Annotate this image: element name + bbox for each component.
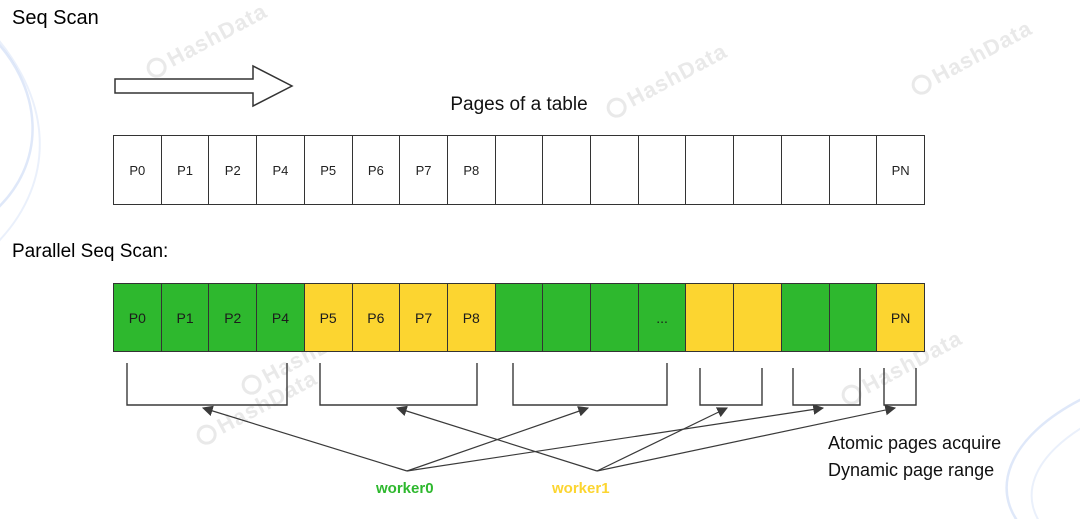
- hashdata-logo-icon: [838, 381, 866, 409]
- worker-assignment-arrow: [406, 404, 825, 472]
- page-range-bracket: [699, 368, 763, 406]
- worker0-label: worker0: [376, 480, 434, 497]
- page-cell: [639, 136, 687, 204]
- page-cell: P1: [162, 136, 210, 204]
- page-cell: P4: [257, 136, 305, 204]
- page-cell: [734, 136, 782, 204]
- parallel-page-cell: P0: [114, 284, 162, 351]
- parallel-page-cell: P6: [352, 284, 401, 351]
- page-cell: P0: [114, 136, 162, 204]
- page-cell: [830, 136, 878, 204]
- page-range-bracket: [319, 363, 478, 406]
- worker1-label: worker1: [552, 480, 610, 497]
- parallel-page-cell: P7: [400, 284, 448, 351]
- parallel-page-cell: P5: [304, 284, 353, 351]
- parallel-page-cell: PN: [877, 284, 924, 351]
- page-cell: [543, 136, 592, 204]
- page-range-bracket: [512, 363, 668, 406]
- parallel-page-cell: P4: [257, 284, 305, 351]
- page-cell: P2: [209, 136, 258, 204]
- parallel-page-cell: ...: [638, 284, 687, 351]
- worker-assignment-arrow: [395, 405, 598, 472]
- parallel-page-cell: P2: [209, 284, 258, 351]
- page-cell: [686, 136, 735, 204]
- parallel-page-cell: [686, 284, 735, 351]
- hashdata-watermark: HashData: [142, 0, 272, 84]
- parallel-page-cell: [591, 284, 639, 351]
- worker-assignment-arrow: [596, 407, 728, 472]
- page-cell: [591, 136, 639, 204]
- parallel-seq-scan-title: Parallel Seq Scan:: [12, 241, 169, 262]
- page-cell: [782, 136, 830, 204]
- hashdata-watermark: HashData: [907, 15, 1037, 101]
- parallel-page-cell: [781, 284, 830, 351]
- page-cell: [496, 136, 544, 204]
- annotation-line1: Atomic pages acquire: [828, 433, 1002, 453]
- parallel-page-cell: [829, 284, 878, 351]
- page-cell: P6: [353, 136, 401, 204]
- parallel-page-cell: [495, 284, 544, 351]
- annotation-text: Atomic pages acquire Dynamic page range: [828, 430, 1001, 484]
- page-cell: PN: [891, 162, 910, 178]
- page-cell: P5: [305, 136, 353, 204]
- page-cell: P7: [400, 136, 448, 204]
- page-cell: P8: [448, 136, 496, 204]
- parallel-page-cell: [543, 284, 592, 351]
- parallel-page-cell: [734, 284, 782, 351]
- parallel-page-cell: P8: [447, 284, 496, 351]
- seq-scan-title: Seq Scan: [12, 7, 99, 29]
- worker-assignment-arrow: [406, 406, 590, 472]
- pages-table-label: Pages of a table: [450, 94, 588, 115]
- parallel-page-cell: P1: [161, 284, 210, 351]
- hashdata-logo-icon: [193, 421, 221, 449]
- annotation-line2: Dynamic page range: [828, 460, 995, 480]
- hashdata-logo-icon: [143, 54, 171, 82]
